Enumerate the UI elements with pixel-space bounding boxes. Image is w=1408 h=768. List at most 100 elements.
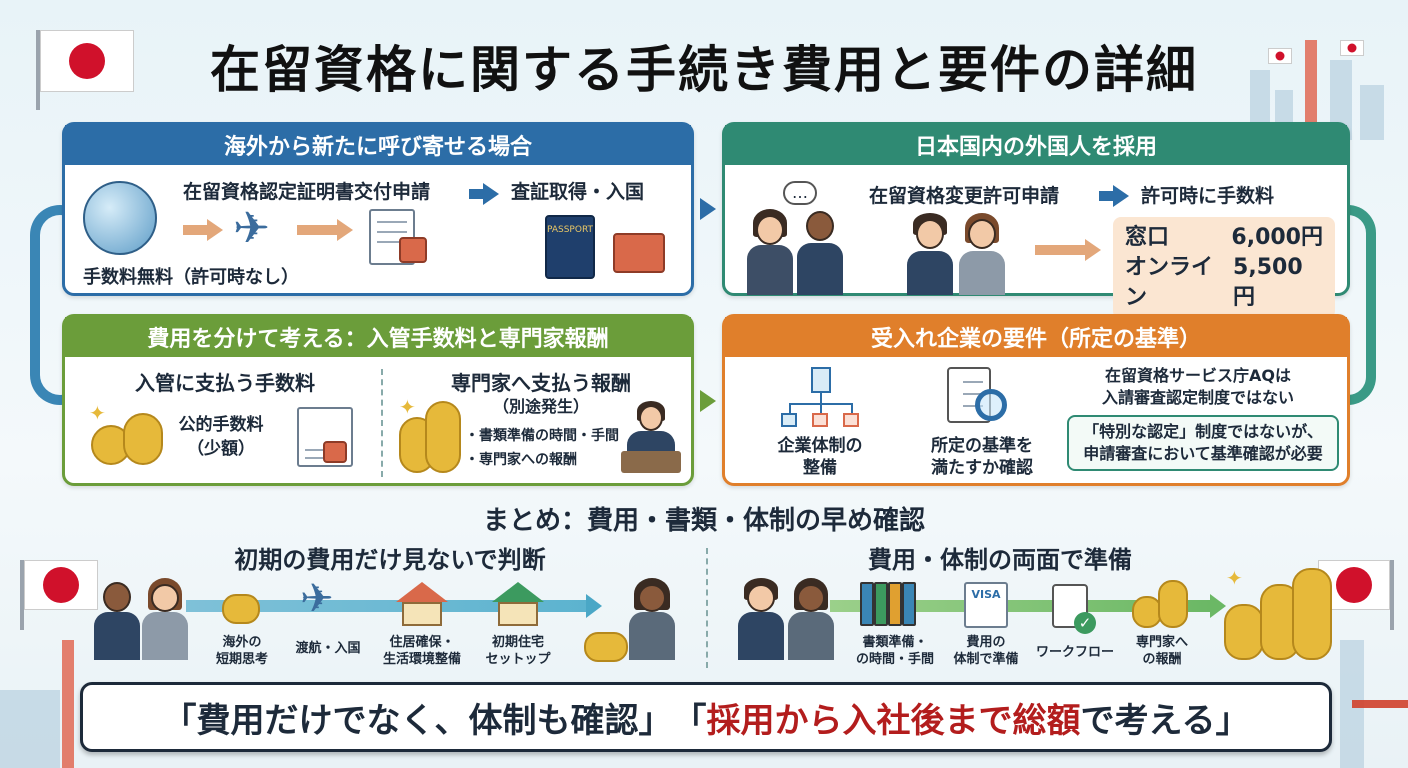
magnifier-icon xyxy=(975,389,1007,421)
expert-bullet: ・専門家への報酬 xyxy=(465,452,577,468)
skyline-building xyxy=(0,690,60,768)
japan-flag-icon xyxy=(1340,40,1364,56)
coin-stack-icon xyxy=(222,594,260,624)
binder-icon xyxy=(888,582,902,626)
banner-highlight-total: 総額 xyxy=(1012,700,1081,741)
passport-label: PASSPORT xyxy=(547,225,594,235)
fee-row-counter: 窓口 6,000円 xyxy=(1125,223,1323,253)
binder-icon xyxy=(902,582,916,626)
person-icon xyxy=(92,578,142,660)
person-icon xyxy=(905,211,955,295)
skyline-building xyxy=(1360,85,1384,140)
fee-amount: 5,500円 xyxy=(1233,255,1303,310)
panel-costs-header: 費用を分けて考える：入管手数料と専門家報酬 xyxy=(65,317,691,357)
person-icon xyxy=(626,578,678,660)
arrow-shaft xyxy=(183,225,207,235)
sparkle-icon: ✦ xyxy=(89,401,106,425)
connector-arrow xyxy=(700,198,716,220)
visa-document-icon: VISA xyxy=(964,582,1008,628)
flow-step: 住居確保・ 生活環境整備 xyxy=(382,635,461,667)
flag-pole xyxy=(36,30,40,110)
person-icon xyxy=(736,578,786,660)
panel-requirements-header: 受入れ企業の要件（所定の基準） xyxy=(725,317,1347,357)
coin-stack-icon xyxy=(425,401,461,473)
house-icon xyxy=(492,582,544,628)
japan-flag-icon xyxy=(1268,48,1292,64)
summary-divider xyxy=(706,548,708,668)
fee-label: 窓口 xyxy=(1125,225,1170,250)
torii-gate-icon xyxy=(1352,700,1408,708)
panel-domestic: 日本国内の外国人を採用 … 在留資格変更許可申請 許可時に手数料 窓口 6,00… xyxy=(722,122,1350,319)
requirement-callout: 「特別な認定」制度ではないが、 申請審査において基準確認が必要 xyxy=(1067,415,1339,471)
fee-free-note: 手数料無料（許可時なし） xyxy=(83,267,299,288)
fee-table: 窓口 6,000円 オンライン 5,500円 xyxy=(1113,217,1335,319)
banner-part2-close: で考える」 xyxy=(1080,700,1250,741)
banner-highlight-period: 採用から入社後まで xyxy=(706,700,1013,741)
globe-icon xyxy=(83,181,157,255)
flow-arrow-icon xyxy=(586,594,602,618)
person-icon xyxy=(786,578,836,660)
skyline-building xyxy=(1330,60,1352,140)
step-visa-entry: 査証取得・入国 xyxy=(511,181,645,203)
tokyo-tower-icon xyxy=(62,640,74,768)
flow-step: 書類準備・ の時間・手間 xyxy=(855,635,934,667)
checklist-icon xyxy=(1052,584,1088,628)
airplane-icon: ✈ xyxy=(300,576,334,622)
expert-fee-title: 専門家へ支払う報酬 xyxy=(451,371,631,395)
flow-step: ワークフロー xyxy=(1035,645,1114,660)
id-document-icon xyxy=(297,407,353,467)
panel-overseas-header: 海外から新たに呼び寄せる場合 xyxy=(65,125,691,165)
banner-part1: 「費用だけでなく、体制も確認」 xyxy=(162,700,673,741)
binder-icon xyxy=(874,582,888,626)
summary-left-heading: 初期の費用だけ見ないで判断 xyxy=(234,546,546,574)
fee-amount: 6,000円 xyxy=(1231,225,1323,250)
fee-label: オンライン xyxy=(1125,255,1214,310)
japan-flag-icon xyxy=(40,30,134,92)
person-icon xyxy=(140,578,190,660)
flag-pole xyxy=(1390,560,1394,630)
fee-row-online: オンライン 5,500円 xyxy=(1125,253,1323,313)
immigration-fee-title: 入管に支払う手数料 xyxy=(135,371,315,395)
check-icon: ✓ xyxy=(1074,612,1096,634)
flow-step: 渡航・入国 xyxy=(295,641,361,656)
flow-loop-left xyxy=(30,205,90,405)
conclusion-banner: 「費用だけでなく、体制も確認」 「 採用から入社後まで 総額 で考える」 xyxy=(80,682,1332,752)
person-icon xyxy=(795,203,845,295)
house-icon xyxy=(396,582,448,628)
stamp-icon xyxy=(399,237,427,263)
step-fee-on-approval: 許可時に手数料 xyxy=(1141,185,1275,207)
arrow-icon xyxy=(1085,239,1101,261)
panel-overseas: 海外から新たに呼び寄せる場合 在留資格認定証明書交付申請 査証取得・入国 ✈ P… xyxy=(62,122,694,296)
person-icon xyxy=(957,211,1007,295)
passport-icon: PASSPORT xyxy=(545,215,595,279)
flow-step: 初期住宅 セットップ xyxy=(485,635,551,667)
coin-stack-icon xyxy=(584,632,628,662)
tokyo-tower-icon xyxy=(1305,40,1317,140)
step-change-permission: 在留資格変更許可申請 xyxy=(869,185,1060,207)
arrow-icon xyxy=(337,219,353,241)
flow-step: 海外の 短期思考 xyxy=(215,635,268,667)
expert-person-icon xyxy=(621,401,681,473)
summary-title: まとめ：費用・書類・体制の早め確認 xyxy=(482,506,925,536)
panel-domestic-header: 日本国内の外国人を採用 xyxy=(725,125,1347,165)
flow-bar xyxy=(830,600,1210,612)
expert-bullet: ・書類準備の時間・手間 xyxy=(465,428,619,444)
arrow-icon xyxy=(1113,185,1129,207)
panel-costs: 費用を分けて考える：入管手数料と専門家報酬 入管に支払う手数料 ✦ 公的手数料 … xyxy=(62,314,694,486)
requirement-note: 在留資格サービス庁AQは 入請審査認定制度ではない xyxy=(1101,366,1294,407)
coin-stack-icon xyxy=(1158,580,1188,628)
stamp-icon xyxy=(613,233,665,273)
flow-arrow-icon xyxy=(1210,594,1226,618)
arrow-shaft xyxy=(1035,245,1085,255)
requirement-standard-check: 所定の基準を 満たすか確認 xyxy=(931,436,1033,478)
coin-stack-icon xyxy=(1292,568,1332,660)
airplane-icon: ✈ xyxy=(233,203,270,254)
japan-flag-icon xyxy=(24,560,98,610)
flow-bar xyxy=(186,600,586,612)
requirement-structure: 企業体制の 整備 xyxy=(777,436,863,478)
visa-label: VISA xyxy=(971,588,1001,601)
flag-pole xyxy=(20,560,24,630)
arrow-icon xyxy=(207,219,223,241)
coin-stack-icon xyxy=(1224,604,1264,660)
stamp-icon xyxy=(323,441,347,463)
